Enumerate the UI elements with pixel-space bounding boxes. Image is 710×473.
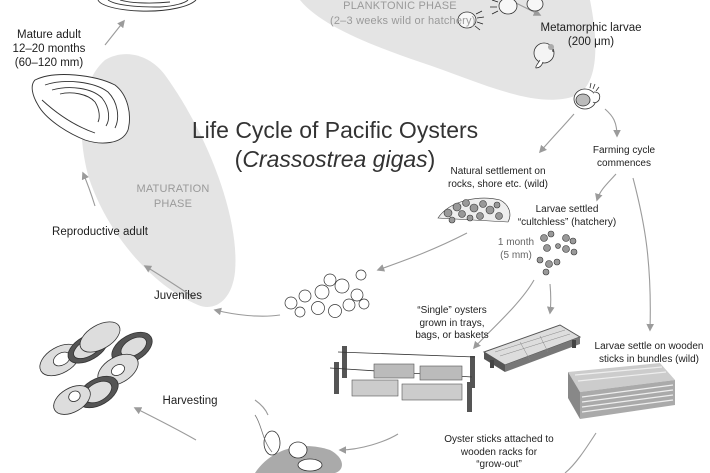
arrow-to-farming-cycle (604, 108, 621, 138)
arrow-spat-to-trays (546, 283, 555, 315)
arrow-racks-to-harvest-pile (254, 399, 269, 416)
wooden-sticks-label: Larvae settle on wooden sticks in bundle… (594, 341, 704, 366)
arrow-juveniles-to-reproductive (213, 307, 281, 317)
natural-settlement-spat-illustration (437, 197, 511, 224)
title-paren-close: ) (427, 146, 436, 172)
natural-settlement-line1: Natural settlement on (450, 166, 546, 177)
arrow-farming-to-cultchless (595, 173, 617, 202)
planktonic-phase-label: PLANKTONIC PHASE (2–3 weeks wild or hatc… (330, 0, 476, 29)
scientific-name: Crassostrea gigas (242, 146, 428, 172)
arrow-rack-to-grow-out (338, 433, 399, 454)
single-oysters-label: “Single” oysters grown in trays, bags, o… (412, 305, 492, 343)
arrow-spat-to-single (473, 279, 535, 350)
reproductive-adult-label: Reproductive adult (52, 226, 148, 238)
larvae-cultchless-line1: Larvae settled (535, 204, 599, 215)
spawning-oyster-illustration (97, 0, 197, 12)
oyster-sticks-line2: wooden racks for (460, 446, 538, 458)
title-line1: Life Cycle of Pacific Oysters (191, 117, 479, 143)
metamorphic-larva-illustration (533, 42, 555, 69)
mature-adult-label: Mature adult 12–20 months (60–120 mm) (6, 28, 92, 70)
arrow-reproductive-to-juveniles (143, 265, 196, 299)
larvae-cultchless-line2: “cultchless” (hatchery) (517, 216, 617, 228)
mature-adult-size: (60–120 mm) (14, 57, 84, 69)
farming-cycle-line1: Farming cycle (592, 145, 656, 156)
mature-adult-age: 12–20 months (12, 43, 86, 55)
planktonic-phase-duration: (2–3 weeks wild or hatchery) (330, 15, 476, 27)
arrow-to-natural-settlement (538, 113, 575, 154)
spat-age-label: 1 month (5 mm) (494, 236, 538, 262)
title-paren-open: ( (234, 146, 243, 172)
juveniles-label: Juveniles (154, 290, 202, 302)
oyster-sticks-line1: Oyster sticks attached to (444, 434, 554, 445)
harvested-oysters-illustration (39, 321, 153, 415)
natural-settlement-label: Natural settlement on rocks, shore etc. … (444, 166, 552, 191)
oyster-tray-illustration (482, 324, 582, 372)
farming-cycle-label: Farming cycle commences (584, 145, 664, 170)
mature-adult-title: Mature adult (17, 29, 81, 41)
spat-age-line1: 1 month (497, 237, 535, 248)
wooden-sticks-line1: Larvae settle on wooden (594, 341, 704, 352)
maturation-phase-line2: PHASE (153, 198, 193, 210)
arrow-farming-to-wooden-sticks (632, 177, 655, 332)
maturation-phase-label: MATURATION PHASE (128, 182, 218, 212)
diagram-title: Life Cycle of Pacific Oysters (Crassostr… (190, 116, 480, 174)
arrow-grow-out-to-harvest (564, 432, 597, 473)
natural-settlement-line2: rocks, shore etc. (wild) (447, 178, 549, 190)
metamorphic-larvae-label: Metamorphic larvae (200 μm) (526, 21, 656, 49)
pediveliger-larva-illustration (573, 82, 601, 110)
planktonic-phase-name: PLANKTONIC PHASE (343, 0, 457, 12)
grow-out-oyster-pile-illustration (254, 414, 342, 473)
planktonic-phase-region (300, 0, 596, 100)
juvenile-oysters-illustration (284, 269, 370, 318)
title-line2: (Crassostrea gigas) (190, 145, 480, 174)
single-oysters-line3: bags, or baskets (415, 330, 489, 341)
harvesting-label: Harvesting (162, 395, 218, 407)
arrow-mature-to-spawning (104, 19, 125, 46)
veliger-larvae-illustration (457, 0, 544, 31)
farming-cycle-line2: commences (597, 157, 651, 169)
mature-adult-oyster-illustration (31, 74, 130, 144)
metamorphic-larvae-title: Metamorphic larvae (540, 22, 642, 34)
larvae-cultchless-label: Larvae settled “cultchless” (hatchery) (514, 204, 620, 229)
longline-bags-illustration (329, 346, 476, 412)
spat-age-line2: (5 mm) (500, 250, 532, 261)
arrow-settlement-to-juveniles (376, 232, 468, 272)
maturation-phase-line1: MATURATION (136, 183, 210, 195)
oyster-sticks-line3: “grow-out” (476, 459, 522, 470)
oyster-sticks-label: Oyster sticks attached to wooden racks f… (444, 434, 554, 472)
arrow-harvest (133, 407, 197, 441)
arrow-reproductive-to-mature (81, 171, 96, 207)
single-oysters-line2: grown in trays, (419, 317, 485, 329)
metamorphic-larvae-size: (200 μm) (567, 36, 615, 48)
wooden-sticks-line2: sticks in bundles (wild) (598, 353, 700, 365)
wooden-stick-bundle-illustration (568, 363, 675, 419)
single-oysters-line1: “Single” oysters (417, 305, 487, 316)
cultchless-spat-illustration (536, 230, 578, 276)
